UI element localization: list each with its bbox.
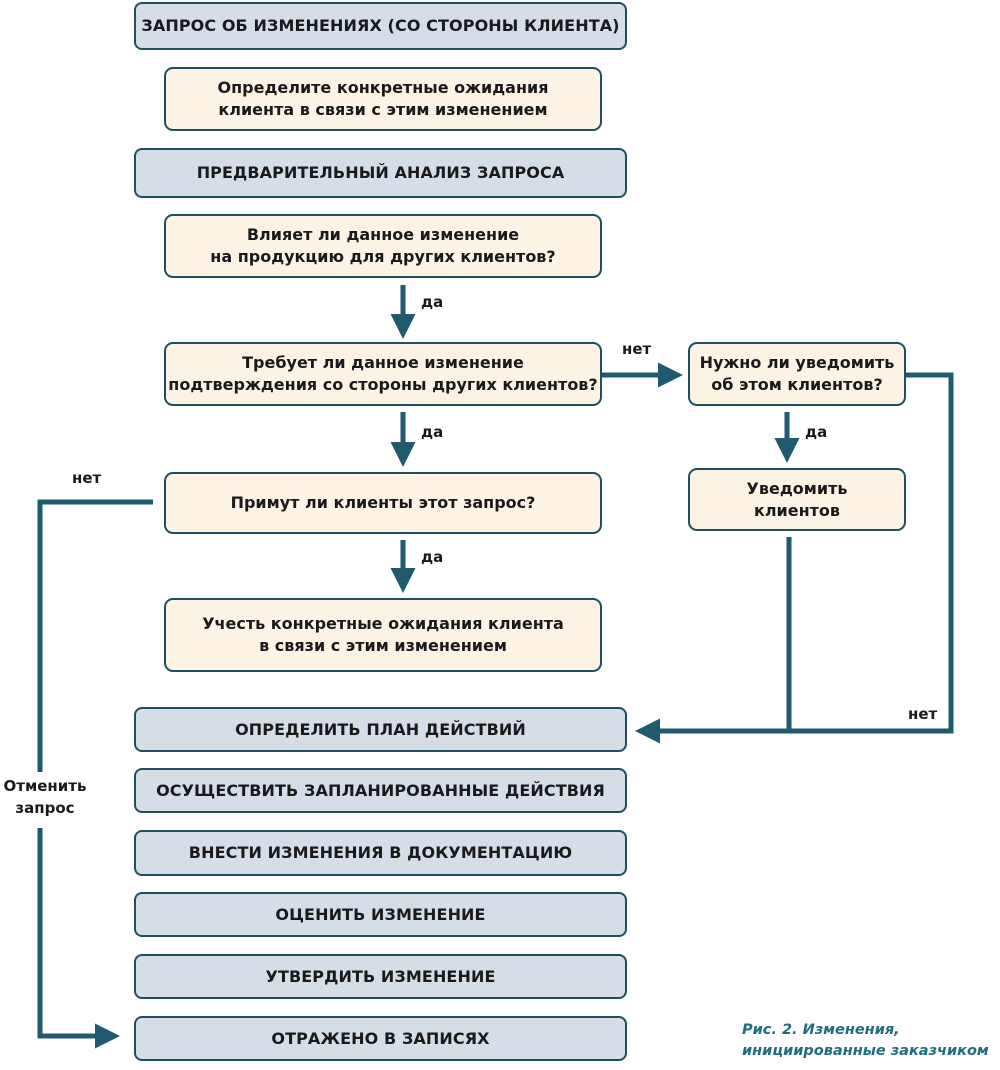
label-no-accept: нет — [72, 469, 102, 487]
stage-change-request: ЗАПРОС ОБ ИЗМЕНЕНИЯХ (СО СТОРОНЫ КЛИЕНТА… — [134, 2, 627, 50]
label-yes-3: да — [421, 548, 444, 566]
label-no-confirm: нет — [622, 340, 652, 358]
stage-action-plan: ОПРЕДЕЛИТЬ ПЛАН ДЕЙСТВИЙ — [134, 707, 627, 752]
label-no-notify: нет — [908, 705, 938, 723]
stage-approve-change: УТВЕРДИТЬ ИЗМЕНЕНИЕ — [134, 954, 627, 999]
stage-update-documentation: ВНЕСТИ ИЗМЕНЕНИЯ В ДОКУМЕНТАЦИЮ — [134, 830, 627, 876]
stage-preliminary-analysis: ПРЕДВАРИТЕЛЬНЫЙ АНАЛИЗ ЗАПРОСА — [134, 148, 627, 198]
figure-caption: Рис. 2. Изменения, инициированные заказч… — [742, 1022, 989, 1060]
label-yes-4: да — [805, 423, 828, 441]
stage-execute-actions: ОСУЩЕСТВИТЬ ЗАПЛАНИРОВАННЫЕ ДЕЙСТВИЯ — [134, 768, 627, 813]
stage-recorded: ОТРАЖЕНО В ЗАПИСЯХ — [134, 1016, 627, 1061]
decision-clients-accept: Примут ли клиенты этот запрос? — [164, 472, 602, 534]
arrow-notifyq-no-to-plan — [635, 372, 954, 744]
arrow-cancel-to-recorded — [37, 499, 153, 1049]
stage-evaluate-change: ОЦЕНИТЬ ИЗМЕНЕНИЕ — [134, 892, 627, 937]
label-yes-2: да — [421, 423, 444, 441]
label-cancel-request: Отменить запрос — [3, 777, 87, 817]
label-yes-1: да — [421, 293, 444, 311]
